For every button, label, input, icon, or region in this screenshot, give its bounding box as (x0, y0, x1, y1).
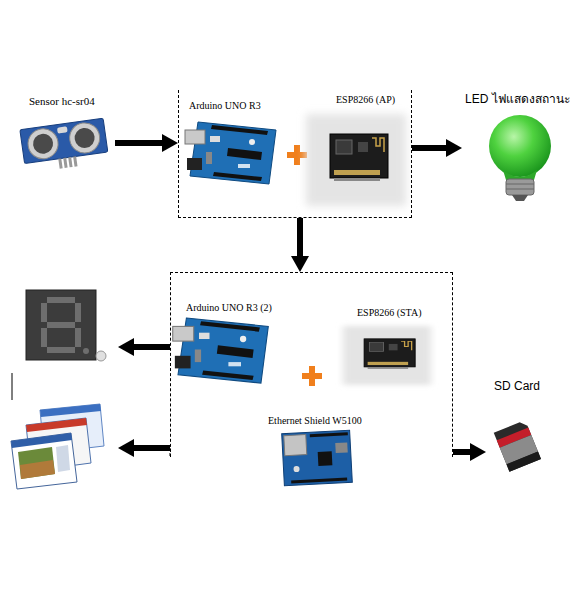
flow-arrow (115, 140, 162, 146)
ethernet-shield (335, 442, 348, 453)
web-page-screens (11, 433, 72, 448)
ethernet-shield (291, 477, 347, 483)
plus-sign (309, 366, 315, 386)
led-bulb (506, 179, 534, 195)
ethernet-shield (284, 435, 307, 456)
seven-segment-display (75, 328, 81, 347)
ultrasonic-sensor (73, 127, 96, 150)
seven-segment-display (26, 290, 106, 361)
node-label: LED ไฟแสดงสถานะ (465, 93, 570, 107)
ultrasonic-sensor (73, 156, 77, 166)
plus-sign (294, 145, 300, 165)
flow-arrow (453, 449, 470, 455)
node-label: Sensor hc-sr04 (29, 95, 95, 108)
esp8266-module (306, 114, 406, 206)
sd-card (494, 420, 541, 472)
web-page-screens (40, 404, 101, 417)
ultrasonic-sensor (20, 118, 108, 163)
plus-sign (302, 366, 322, 386)
stray-mark (12, 373, 13, 400)
sensor-node: Sensor hc-sr04 (25, 92, 115, 170)
seven-segment-display (83, 348, 89, 354)
web-page-screens (11, 433, 77, 489)
ethernet-shield (310, 432, 348, 437)
node-label: Arduino UNO R3 (189, 100, 261, 112)
led-bulb (489, 115, 551, 201)
node-label: Arduino UNO R3 (2) (186, 302, 272, 314)
seven-segment-display (41, 303, 47, 322)
node-label: SD Card (486, 380, 548, 394)
seven-segment-display (47, 322, 75, 328)
sd-card-node: SD Card (486, 380, 548, 475)
ethernet-shield (282, 430, 353, 485)
controller-group: Arduino UNO R3 ESP8266 (AP) (178, 90, 412, 218)
receiver-group: Arduino UNO R3 (2) ESP8266 (STA) Ethernet … (170, 272, 453, 457)
web-page-screens (11, 404, 104, 489)
ultrasonic-sensor (63, 158, 67, 168)
arrow (134, 445, 170, 451)
led-bulb (489, 115, 551, 177)
seven-segment-display (41, 328, 47, 347)
ultrasonic-sensor (68, 157, 72, 167)
ultrasonic-sensor (32, 132, 55, 155)
ethernet-shield (318, 451, 333, 466)
seven-segment-display (47, 347, 75, 353)
arrow (134, 344, 170, 350)
plus-sign (287, 145, 307, 165)
seven-segment-display (96, 351, 106, 361)
seven-segment-display (75, 303, 81, 322)
web-page-screens (26, 418, 87, 432)
led-bulb (512, 195, 528, 201)
node-label: ESP8266 (STA) (357, 307, 421, 319)
ultrasonic-sensor (20, 118, 109, 173)
ultrasonic-sensor (26, 127, 60, 161)
ultrasonic-sensor (68, 121, 102, 155)
node-label: ESP8266 (AP) (336, 94, 395, 106)
web-page-screens (18, 447, 55, 479)
led-bulb (506, 189, 534, 190)
node-label: Ethernet Shield W5100 (268, 415, 362, 427)
sd-card (494, 420, 541, 472)
arduino-board (173, 318, 269, 383)
arduino-board (185, 122, 276, 184)
web-page-screens (20, 460, 55, 479)
seven-segment-display (47, 297, 75, 303)
ultrasonic-sensor (57, 126, 68, 133)
seven-segment-display (26, 290, 96, 360)
led-node: LED ไฟแสดงสถานะ (462, 90, 578, 200)
sd-card (506, 452, 541, 472)
led-bulb (506, 184, 534, 185)
ethernet-shield (293, 466, 299, 472)
flow-arrow (297, 218, 303, 256)
ethernet-shield (282, 430, 353, 485)
ultrasonic-sensor (58, 158, 62, 168)
web-page-screens (56, 445, 70, 472)
flow-arrow (412, 145, 446, 151)
esp8266-module (343, 326, 431, 385)
